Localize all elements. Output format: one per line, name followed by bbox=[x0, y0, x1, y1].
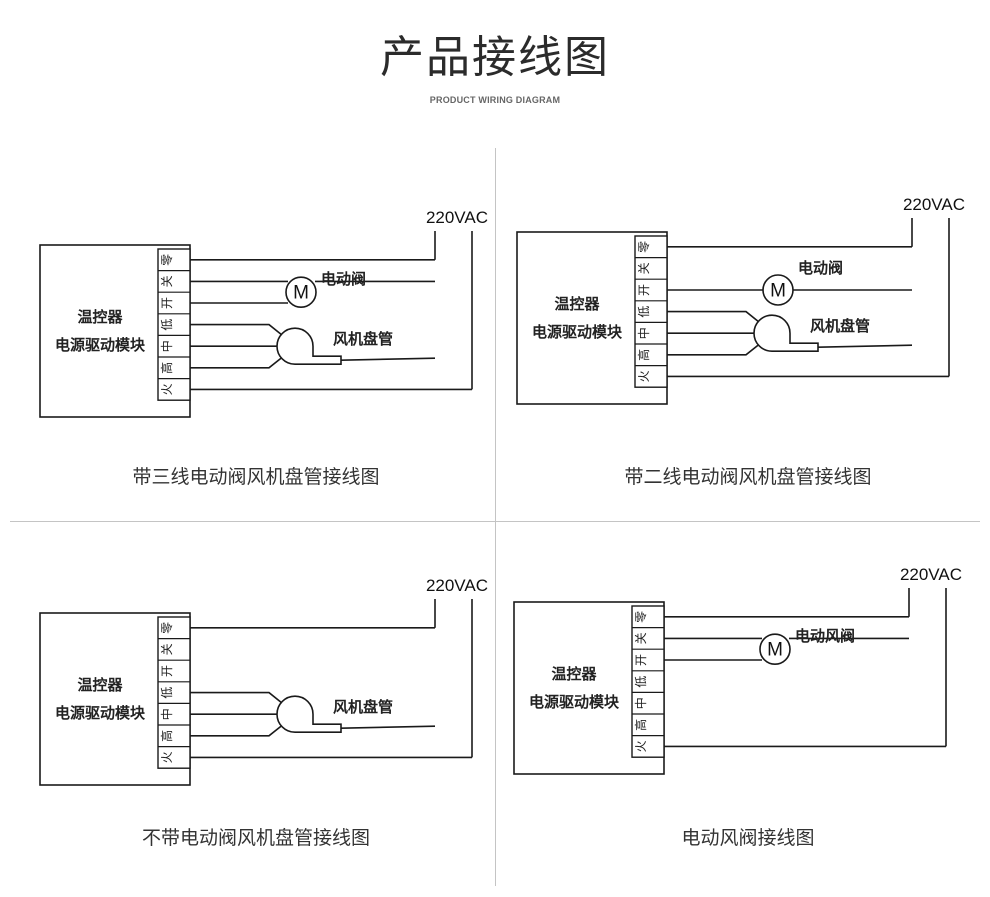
controller-label-line2: 电源驱动模块 bbox=[55, 704, 146, 722]
power-label: 220VAC bbox=[903, 195, 965, 214]
valve-label: 电动阀 bbox=[798, 259, 843, 277]
caption-no-valve: 不带电动阀风机盘管接线图 bbox=[141, 827, 370, 849]
page-title: 产品接线图 bbox=[380, 32, 610, 83]
terminal-label-5: 高 bbox=[159, 730, 174, 742]
terminal-label-4: 中 bbox=[633, 697, 648, 709]
motor-symbol: M bbox=[767, 640, 783, 661]
terminal-label-0: 零 bbox=[160, 254, 174, 266]
valve-label: 电动阀 bbox=[321, 270, 366, 288]
fan-low-wire bbox=[667, 310, 759, 322]
terminal-strip bbox=[631, 605, 665, 758]
fan-neutral-wire bbox=[340, 357, 436, 361]
power-label: 220VAC bbox=[900, 565, 962, 584]
fan-high-wire bbox=[190, 725, 282, 737]
terminal-label-2: 开 bbox=[160, 665, 174, 677]
terminal-label-1: 关 bbox=[160, 643, 174, 655]
terminal-label-2: 开 bbox=[637, 284, 651, 296]
fan-neutral-wire bbox=[340, 725, 436, 729]
controller-label-line1: 温控器 bbox=[77, 308, 123, 326]
terminal-strip bbox=[634, 235, 668, 388]
terminal-strip bbox=[157, 616, 191, 769]
controller-label-line2: 电源驱动模块 bbox=[55, 336, 146, 354]
terminal-strip bbox=[157, 248, 191, 401]
terminal-label-3: 低 bbox=[637, 306, 651, 318]
fan-coil-icon bbox=[276, 695, 342, 733]
page-subtitle: PRODUCT WIRING DIAGRAM bbox=[429, 95, 561, 105]
fan-neutral-wire bbox=[817, 344, 913, 348]
terminal-label-5: 高 bbox=[636, 349, 651, 361]
fan-low-wire bbox=[190, 323, 282, 335]
caption-air-damper: 电动风阀接线图 bbox=[681, 827, 815, 849]
terminal-label-4: 中 bbox=[636, 327, 651, 339]
terminal-label-6: 火 bbox=[637, 370, 651, 382]
terminal-label-0: 零 bbox=[160, 622, 174, 634]
controller-label-line1: 温控器 bbox=[551, 665, 597, 683]
caption-two-wire-valve: 带二线电动阀风机盘管接线图 bbox=[624, 466, 872, 488]
fan-low-wire bbox=[190, 691, 282, 703]
power-label: 220VAC bbox=[426, 576, 488, 595]
terminal-label-5: 高 bbox=[159, 362, 174, 374]
motor-symbol: M bbox=[293, 283, 309, 304]
terminal-label-6: 火 bbox=[160, 383, 174, 395]
terminal-label-4: 中 bbox=[159, 708, 174, 720]
fan-high-wire bbox=[667, 344, 759, 356]
fan-coil-label: 风机盘管 bbox=[333, 330, 393, 348]
terminal-label-3: 低 bbox=[160, 319, 174, 331]
terminal-label-3: 低 bbox=[160, 687, 174, 699]
terminal-label-4: 中 bbox=[159, 340, 174, 352]
terminal-label-3: 低 bbox=[634, 676, 648, 688]
caption-three-wire-valve: 带三线电动阀风机盘管接线图 bbox=[132, 466, 380, 488]
motor-symbol: M bbox=[770, 281, 786, 302]
terminal-label-6: 火 bbox=[634, 740, 648, 752]
terminal-label-0: 零 bbox=[637, 241, 651, 253]
valve-label: 电动风阀 bbox=[795, 627, 855, 645]
fan-coil-icon bbox=[753, 314, 819, 352]
horizontal-divider bbox=[10, 521, 980, 522]
power-label: 220VAC bbox=[426, 208, 488, 227]
motor-icon bbox=[285, 276, 317, 308]
fan-coil-icon bbox=[276, 327, 342, 365]
controller-label-line2: 电源驱动模块 bbox=[532, 323, 623, 341]
fan-coil-label: 风机盘管 bbox=[333, 698, 393, 716]
controller-label-line1: 温控器 bbox=[77, 676, 123, 694]
vertical-divider bbox=[495, 148, 496, 886]
terminal-label-6: 火 bbox=[160, 751, 174, 763]
terminal-label-5: 高 bbox=[633, 719, 648, 731]
fan-high-wire bbox=[190, 357, 282, 369]
terminal-label-1: 关 bbox=[637, 262, 651, 274]
terminal-label-2: 开 bbox=[634, 654, 648, 666]
controller-label-line2: 电源驱动模块 bbox=[529, 693, 620, 711]
terminal-label-2: 开 bbox=[160, 297, 174, 309]
fan-coil-label: 风机盘管 bbox=[810, 317, 870, 335]
controller-label-line1: 温控器 bbox=[554, 295, 600, 313]
terminal-label-0: 零 bbox=[634, 611, 648, 623]
motor-icon bbox=[759, 633, 791, 665]
terminal-label-1: 关 bbox=[160, 275, 174, 287]
terminal-label-1: 关 bbox=[634, 632, 648, 644]
